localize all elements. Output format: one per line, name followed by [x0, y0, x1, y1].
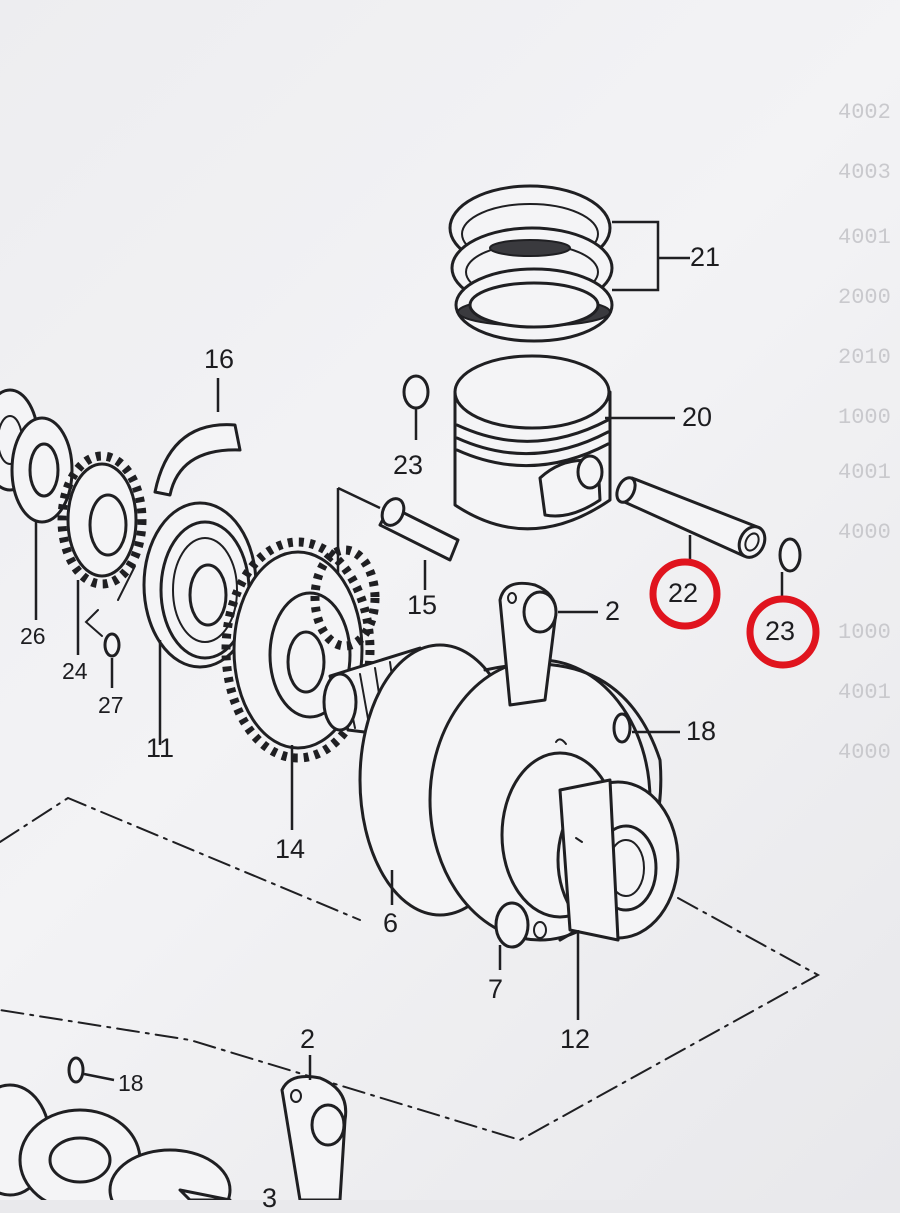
piston-pin: [615, 476, 767, 559]
part-label-24: 24: [62, 658, 88, 684]
lower-crank-parts: [0, 1083, 232, 1200]
bg-code: 4001: [838, 460, 891, 485]
thrust-washer-26: [10, 416, 74, 524]
snap-ring: [402, 374, 430, 410]
connecting-rod: [498, 581, 558, 707]
part-label-18-lower: 18: [118, 1070, 144, 1096]
piston-rings: [448, 184, 614, 343]
bg-code: 1000: [838, 405, 891, 430]
bg-code: 4000: [838, 520, 891, 545]
bg-code: 2010: [838, 345, 891, 370]
bg-code: 4002: [838, 100, 891, 125]
highlighted-label-22: 22: [668, 578, 699, 608]
key-27: [103, 632, 121, 658]
dowel-pin-18-lower: [67, 1056, 85, 1084]
part-label-2-lower: 2: [300, 1024, 316, 1054]
highlight-circle-23: [746, 595, 820, 669]
part-label-26: 26: [20, 623, 46, 649]
highlight-circle-22: [649, 558, 721, 630]
crank-key: [494, 901, 530, 949]
gear-24: [57, 451, 147, 589]
bg-code: 4000: [838, 740, 891, 765]
crank-pin: [378, 497, 460, 562]
part-label-21: 21: [690, 242, 721, 272]
part-label-14: 14: [275, 834, 306, 864]
part-label-20: 20: [682, 402, 713, 432]
bg-code: 1000: [838, 620, 891, 645]
bg-code: 4001: [838, 225, 891, 250]
highlighted-label-23: 23: [765, 616, 796, 646]
part-label-16: 16: [204, 344, 235, 374]
piston: [453, 354, 612, 531]
crankshaft: [322, 643, 680, 949]
part-label-2: 2: [605, 596, 621, 626]
bg-code: 2000: [838, 285, 891, 310]
part-label-23: 23: [393, 450, 424, 480]
lower-connecting-rod: [280, 1075, 348, 1200]
bg-code: 4001: [838, 680, 891, 705]
part-label-3: 3: [262, 1183, 278, 1213]
part-label-18: 18: [686, 716, 717, 746]
part-label-6: 6: [383, 908, 399, 938]
part-label-15: 15: [407, 590, 438, 620]
part-label-12: 12: [560, 1024, 591, 1054]
part-label-27: 27: [98, 692, 124, 718]
bg-code: 4003: [838, 160, 891, 185]
part-label-7: 7: [488, 974, 504, 1004]
part-label-11: 11: [146, 733, 175, 763]
snap-ring: [778, 537, 802, 573]
dowel-pin-18: [612, 712, 632, 744]
curved-pin: [153, 423, 242, 497]
